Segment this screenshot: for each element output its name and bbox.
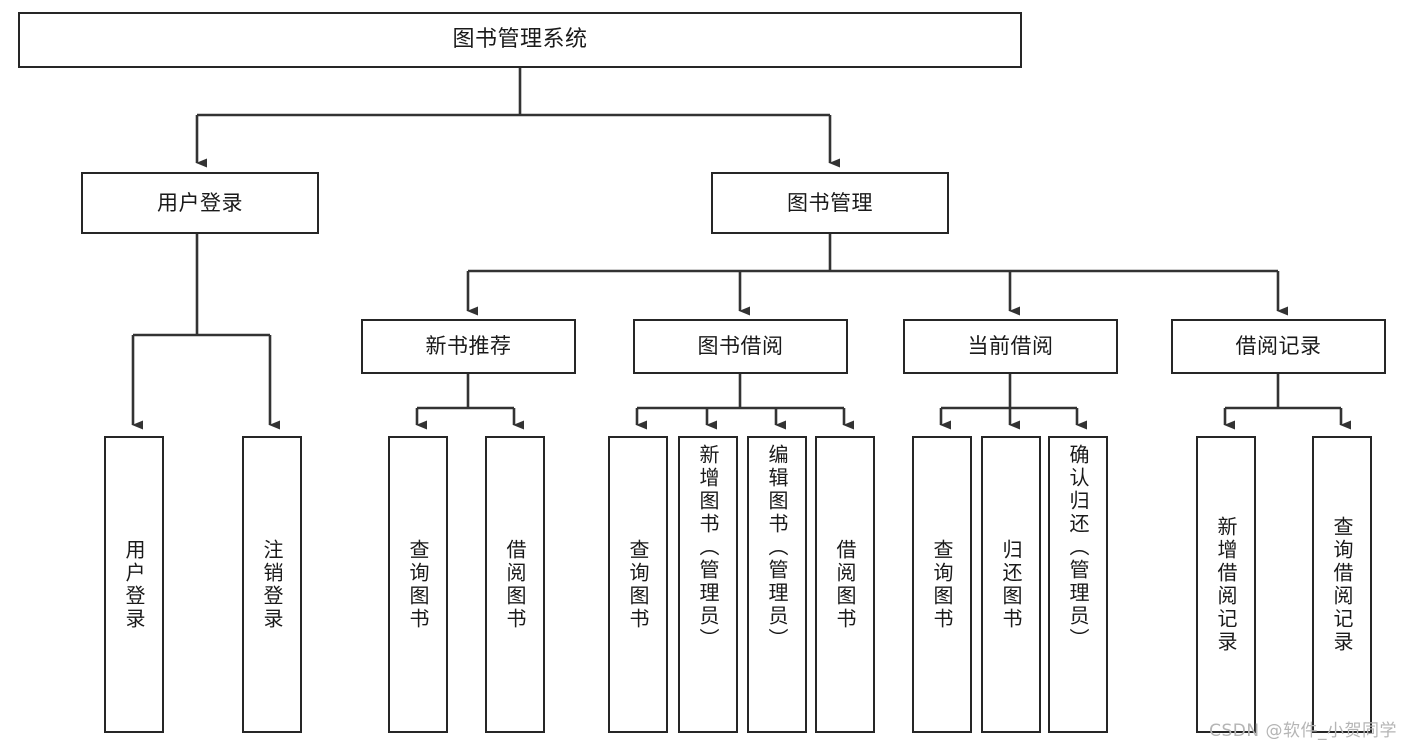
node-leaf-borrow-book-label: 借阅图书: [833, 538, 857, 631]
node-leaf-query-book-rec-label: 查询图书: [406, 538, 430, 631]
node-leaf-edit-book[interactable]: 编辑图书（管理员）: [747, 436, 807, 733]
node-leaf-confirm-return-label: 确认归还（管理员）: [1066, 444, 1090, 651]
node-leaf-query-record[interactable]: 查询借阅记录: [1312, 436, 1372, 733]
node-new-book-rec[interactable]: 新书推荐: [361, 319, 576, 374]
node-current-borrow-label: 当前借阅: [967, 334, 1054, 359]
node-root-system-label: 图书管理系统: [452, 27, 588, 53]
node-leaf-logout-label: 注销登录: [260, 538, 284, 631]
node-leaf-user-login-label: 用户登录: [122, 538, 146, 631]
node-leaf-borrow-book-rec[interactable]: 借阅图书: [485, 436, 545, 733]
node-borrow-record[interactable]: 借阅记录: [1171, 319, 1386, 374]
node-book-borrow[interactable]: 图书借阅: [633, 319, 848, 374]
node-leaf-return-book[interactable]: 归还图书: [981, 436, 1041, 733]
node-new-book-rec-label: 新书推荐: [425, 334, 512, 359]
node-book-manage-label: 图书管理: [787, 190, 873, 215]
node-root-system[interactable]: 图书管理系统: [18, 12, 1022, 68]
node-leaf-query-book-cur[interactable]: 查询图书: [912, 436, 972, 733]
node-leaf-add-book[interactable]: 新增图书（管理员）: [678, 436, 738, 733]
node-leaf-logout[interactable]: 注销登录: [242, 436, 302, 733]
node-leaf-add-record-label: 新增借阅记录: [1214, 515, 1238, 654]
node-user-login[interactable]: 用户登录: [81, 172, 319, 234]
node-book-borrow-label: 图书借阅: [697, 334, 784, 359]
node-leaf-borrow-book-rec-label: 借阅图书: [503, 538, 527, 631]
node-current-borrow[interactable]: 当前借阅: [903, 319, 1118, 374]
node-leaf-query-record-label: 查询借阅记录: [1330, 515, 1354, 654]
node-user-login-label: 用户登录: [157, 190, 243, 215]
node-leaf-add-record[interactable]: 新增借阅记录: [1196, 436, 1256, 733]
node-leaf-query-book-rec[interactable]: 查询图书: [388, 436, 448, 733]
node-leaf-query-book-cur-label: 查询图书: [930, 538, 954, 631]
node-leaf-borrow-book[interactable]: 借阅图书: [815, 436, 875, 733]
node-leaf-edit-book-label: 编辑图书（管理员）: [765, 444, 789, 651]
node-leaf-query-book-borrow[interactable]: 查询图书: [608, 436, 668, 733]
node-leaf-user-login[interactable]: 用户登录: [104, 436, 164, 733]
node-leaf-add-book-label: 新增图书（管理员）: [696, 444, 720, 651]
node-leaf-confirm-return[interactable]: 确认归还（管理员）: [1048, 436, 1108, 733]
node-leaf-query-book-borrow-label: 查询图书: [626, 538, 650, 631]
node-book-manage[interactable]: 图书管理: [711, 172, 949, 234]
node-leaf-return-book-label: 归还图书: [999, 538, 1023, 631]
node-borrow-record-label: 借阅记录: [1235, 334, 1322, 359]
csdn-watermark: CSDN @软件_小贺同学: [1209, 721, 1397, 741]
